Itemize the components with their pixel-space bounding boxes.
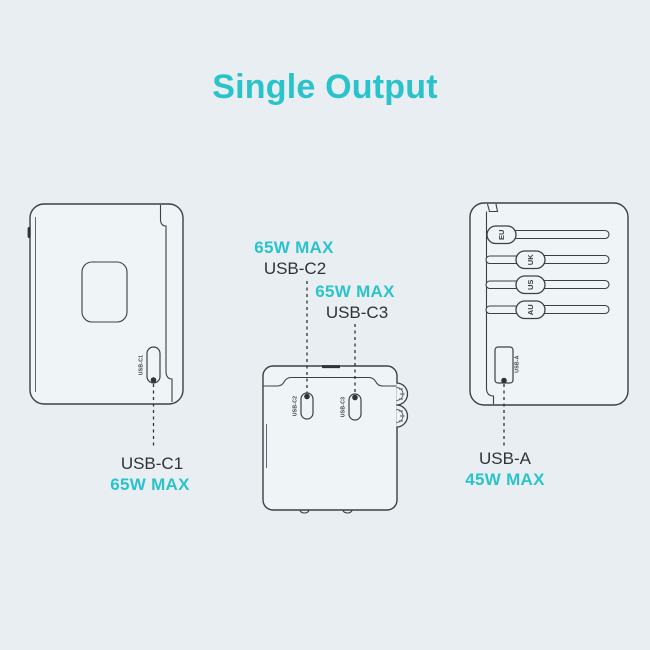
side-knob-lower-hatch [399, 410, 405, 422]
usb-a-callout-power: 45W MAX [465, 470, 545, 489]
usb-c1-port [146, 346, 161, 384]
slider-eu: EU [486, 225, 610, 245]
slider-us-label: US [526, 280, 535, 290]
slider-eu-label: EU [497, 230, 506, 240]
right-device: EU UK US AU [465, 202, 629, 489]
middle-device-body [262, 365, 398, 511]
page-title: Single Output [212, 68, 438, 106]
usb-a-port [494, 346, 514, 384]
usb-c1-callout-dot [150, 377, 157, 383]
slider-au: AU [485, 300, 610, 320]
usb-c3-callout-power: 65W MAX [315, 282, 395, 301]
slider-us: US [485, 275, 610, 295]
usb-c2-engraving: USB-C2 [293, 396, 299, 417]
usb-c2-callout-name: USB-C2 [264, 259, 326, 278]
left-device-side-button [27, 227, 31, 238]
slider-au-track [539, 304, 610, 315]
usb-a-callout-name: USB-A [479, 449, 532, 468]
slider-uk-label: UK [526, 254, 535, 265]
left-device-lid-seam [159, 205, 173, 402]
right-device-lid-seam [485, 211, 495, 404]
slider-us-knob [515, 275, 546, 295]
usb-c2-callout-power: 65W MAX [254, 238, 334, 257]
side-knobs [396, 382, 409, 428]
usb-c1-engraving: USB-C1 [139, 355, 145, 376]
usb-c3-port [348, 393, 362, 421]
slider-au-label: AU [526, 304, 535, 315]
slider-uk: UK [485, 250, 610, 270]
ac-socket-outline [81, 261, 128, 323]
middle-device: USB-C2 65W MAX USB-C2 USB-C3 65W MAX USB… [254, 238, 409, 514]
left-device-body [29, 203, 184, 405]
bottom-feet [299, 509, 353, 514]
top-plateau-line [263, 376, 397, 387]
usb-c3-callout-dot [352, 394, 358, 401]
left-device: USB-C1 USB-C1 65W MAX [27, 203, 190, 494]
usb-c2-callout-dot [304, 393, 310, 400]
usb-c1-callout-power: 65W MAX [110, 475, 190, 494]
right-device-top-notch [486, 203, 499, 213]
slider-uk-knob [515, 250, 546, 270]
slider-au-knob [515, 300, 546, 320]
usb-a-engraving: USB-A [515, 355, 521, 372]
usb-a-callout-dot [501, 377, 507, 384]
slider-eu-knob [486, 225, 517, 245]
usb-c3-engraving: USB-C3 [341, 397, 347, 418]
usb-c3-callout-name: USB-C3 [326, 303, 388, 322]
usb-c1-callout-name: USB-C1 [121, 454, 183, 473]
slider-uk-track [539, 254, 610, 265]
side-knob-upper-hatch [399, 388, 405, 400]
slider-us-track [539, 279, 610, 290]
